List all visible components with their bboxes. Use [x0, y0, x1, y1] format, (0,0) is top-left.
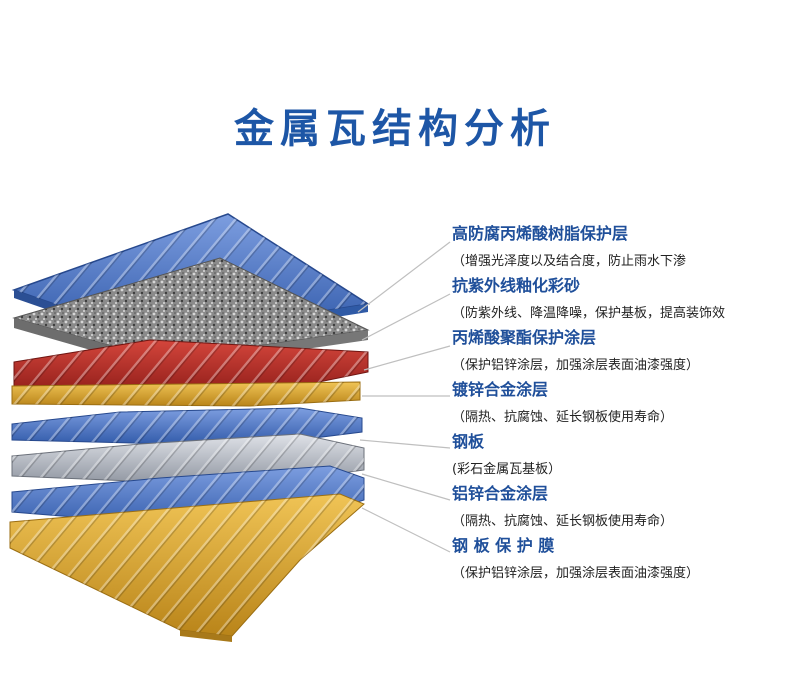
layer-label-3: 丙烯酸聚酯保护涂层 （保护铝锌涂层，加强涂层表面油漆强度） — [452, 324, 699, 373]
leader-line-3 — [364, 346, 450, 370]
leader-line-5 — [360, 440, 450, 448]
layer-desc: （增强光泽度以及结合度，防止雨水下渗 — [452, 250, 686, 269]
layer-title: 钢 板 保 护 膜 — [452, 532, 699, 556]
layer-title: 钢板 — [452, 428, 561, 452]
layer-desc: （隔热、抗腐蚀、延长钢板使用寿命） — [452, 510, 673, 529]
layer-label-5: 钢板 (彩石金属瓦基板） — [452, 428, 561, 477]
layer-title: 丙烯酸聚酯保护涂层 — [452, 324, 699, 348]
layer-title: 抗紫外线釉化彩砂 — [452, 272, 725, 296]
leader-line-6 — [362, 474, 450, 500]
layer-label-7: 钢 板 保 护 膜 （保护铝锌涂层，加强涂层表面油漆强度） — [452, 532, 699, 581]
layer-label-4: 镀锌合金涂层 （隔热、抗腐蚀、延长钢板使用寿命） — [452, 376, 673, 425]
layer-desc: （隔热、抗腐蚀、延长钢板使用寿命） — [452, 406, 673, 425]
leader-lines — [358, 242, 450, 552]
layer-title: 镀锌合金涂层 — [452, 376, 673, 400]
layer-desc: (彩石金属瓦基板） — [452, 458, 561, 477]
layer-desc: （保护铝锌涂层，加强涂层表面油漆强度） — [452, 562, 699, 581]
leader-line-7 — [362, 508, 450, 552]
layer-desc: （保护铝锌涂层，加强涂层表面油漆强度） — [452, 354, 699, 373]
leader-line-2 — [362, 294, 450, 340]
layer-4-gold-coating — [12, 382, 360, 406]
layer-label-2: 抗紫外线釉化彩砂 （防紫外线、降温降噪，保护基板，提高装饰效 — [452, 272, 725, 321]
layer-label-1: 高防腐丙烯酸树脂保护层 （增强光泽度以及结合度，防止雨水下渗 — [452, 220, 686, 269]
layer-title: 高防腐丙烯酸树脂保护层 — [452, 220, 686, 244]
layer-label-6: 铝锌合金涂层 （隔热、抗腐蚀、延长钢板使用寿命） — [452, 480, 673, 529]
layer-title: 铝锌合金涂层 — [452, 480, 673, 504]
layer-desc: （防紫外线、降温降噪，保护基板，提高装饰效 — [452, 302, 725, 321]
